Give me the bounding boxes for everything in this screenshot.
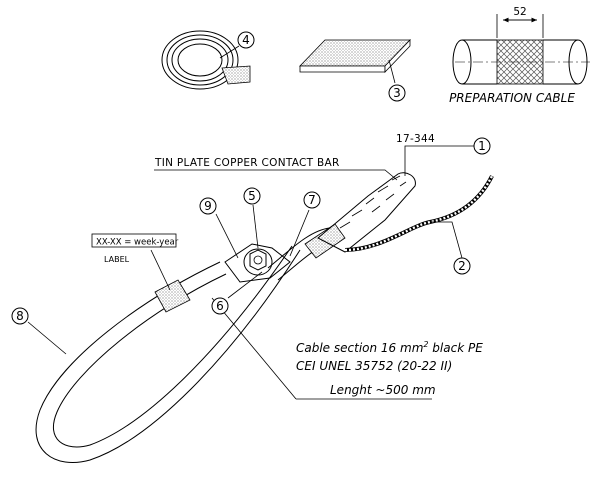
cable-section-note: Cable section 16 mm2 black PE xyxy=(296,340,483,355)
cable-section-prefix: Cable section 16 mm xyxy=(296,341,423,355)
leader-lines xyxy=(27,45,475,400)
cable-assembly xyxy=(35,172,494,464)
callout-7: 7 xyxy=(303,191,321,209)
length-note: Lenght ~500 mm xyxy=(330,383,436,397)
svg-text:9: 9 xyxy=(204,199,212,213)
dimension-52: 52 xyxy=(513,6,526,18)
cable-section-sup: 2 xyxy=(423,340,428,349)
preparation-cable-label: PREPARATION CABLE xyxy=(449,91,575,105)
label-box xyxy=(91,233,177,248)
callout-2: 2 xyxy=(453,257,471,275)
callout-4: 4 xyxy=(237,31,255,49)
callout-9: 9 xyxy=(199,197,217,215)
callout-3: 3 xyxy=(388,84,406,102)
svg-text:6: 6 xyxy=(216,299,224,313)
svg-text:3: 3 xyxy=(393,86,401,100)
svg-text:8: 8 xyxy=(16,309,24,323)
callout-5: 5 xyxy=(243,187,261,205)
standard-note: CEI UNEL 35752 (20-22 II) xyxy=(296,359,452,373)
felt-pad-illustration xyxy=(299,39,411,73)
part-code: 17-344 xyxy=(396,133,435,145)
callout-6: 6 xyxy=(211,297,229,315)
label-word: LABEL xyxy=(104,255,130,264)
tape-roll-illustration xyxy=(161,30,251,90)
svg-text:2: 2 xyxy=(458,259,466,273)
svg-text:4: 4 xyxy=(242,33,250,47)
preparation-cable-illustration xyxy=(452,14,590,85)
contact-bar-label: TIN PLATE COPPER CONTACT BAR xyxy=(154,157,340,169)
svg-text:7: 7 xyxy=(308,193,316,207)
callout-1: 1 xyxy=(473,137,491,155)
cable-section-suffix: black PE xyxy=(428,341,483,355)
svg-text:1: 1 xyxy=(478,139,486,153)
svg-text:5: 5 xyxy=(248,189,256,203)
callout-8: 8 xyxy=(11,307,29,325)
label-box-text: XX-XX = week-year xyxy=(96,238,179,248)
